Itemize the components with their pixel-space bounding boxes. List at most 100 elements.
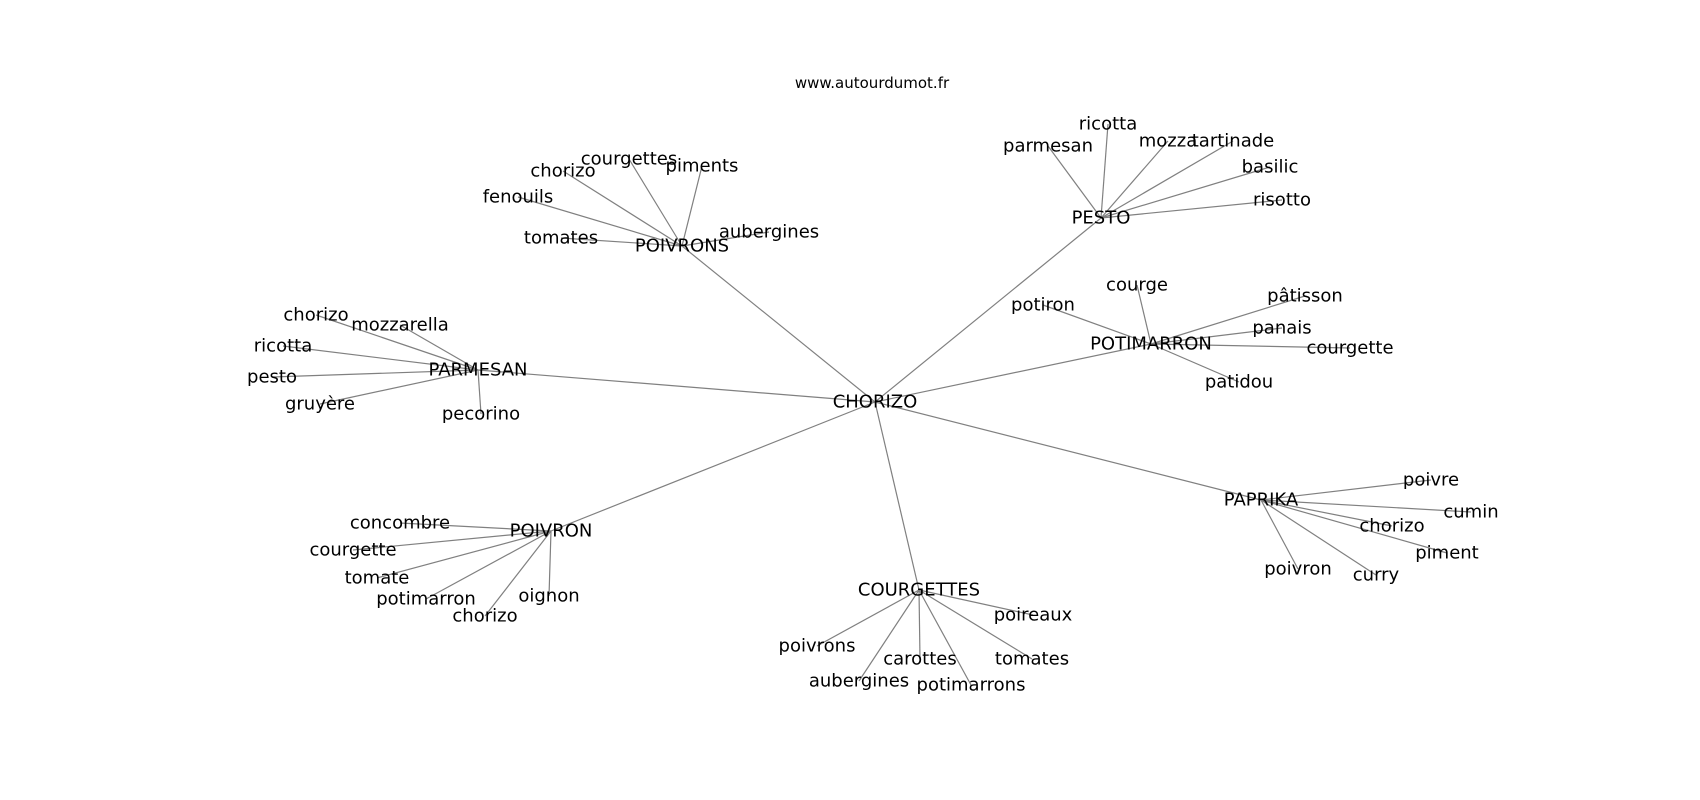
edge-hub-leaf <box>271 369 479 378</box>
hub-node-label[interactable]: POIVRONS <box>635 236 729 257</box>
leaf-node-label[interactable]: cumin <box>1443 502 1498 523</box>
leaf-node-label[interactable]: piments <box>666 156 739 177</box>
edge-hub-leaf <box>1100 140 1234 219</box>
center-node-label[interactable]: CHORIZO <box>833 392 918 413</box>
edge-hub-leaf <box>399 522 552 532</box>
leaf-node-label[interactable]: potimarrons <box>917 675 1026 696</box>
edge-hub-leaf <box>399 324 479 371</box>
leaf-node-label[interactable]: courgette <box>309 540 396 561</box>
graph-edges <box>271 123 1472 686</box>
edge-hub-leaf <box>1260 499 1393 527</box>
leaf-node-label[interactable]: potimarron <box>376 589 476 610</box>
leaf-node-label[interactable]: pesto <box>247 367 297 388</box>
leaf-node-label[interactable]: piment <box>1415 543 1479 564</box>
leaf-node-label[interactable]: oignon <box>518 586 579 607</box>
edge-hub-leaf <box>816 589 920 647</box>
leaf-node-label[interactable]: poivrons <box>779 636 856 657</box>
edge-hub-leaf <box>315 314 479 371</box>
leaf-node-label[interactable]: patidou <box>1205 372 1273 393</box>
leaf-node-label[interactable]: parmesan <box>1003 136 1093 157</box>
leaf-node-label[interactable]: poireaux <box>994 605 1073 626</box>
edge-center-hub <box>874 401 920 591</box>
leaf-node-label[interactable]: chorizo <box>452 606 517 627</box>
edge-center-hub <box>477 369 876 403</box>
edge-center-hub <box>874 343 1152 403</box>
leaf-node-label[interactable]: carottes <box>883 649 957 670</box>
leaf-node-label[interactable]: aubergines <box>719 222 819 243</box>
leaf-node-label[interactable]: pecorino <box>442 404 520 425</box>
edge-hub-leaf <box>1150 327 1283 345</box>
leaf-node-label[interactable]: concombre <box>350 513 450 534</box>
edge-hub-leaf <box>1100 199 1283 219</box>
hub-node-label[interactable]: COURGETTES <box>858 580 980 601</box>
edge-hub-leaf <box>1260 499 1472 513</box>
edge-hub-leaf <box>1260 499 1377 576</box>
hub-node-label[interactable]: PAPRIKA <box>1224 490 1299 511</box>
leaf-node-label[interactable]: gruyère <box>285 394 355 415</box>
leaf-node-label[interactable]: tomates <box>524 228 598 249</box>
leaf-node-label[interactable]: ricotta <box>254 336 312 357</box>
edge-hub-leaf <box>918 589 1034 616</box>
edge-hub-leaf <box>1150 295 1306 345</box>
edge-hub-leaf <box>681 231 770 247</box>
leaf-node-label[interactable]: tomate <box>345 568 410 589</box>
leaf-node-label[interactable]: potiron <box>1011 295 1075 316</box>
source-url[interactable]: www.autourdumot.fr <box>795 74 950 92</box>
hub-node-label[interactable]: POTIMARRON <box>1090 334 1212 355</box>
edge-hub-leaf <box>282 345 479 371</box>
graph-labels: www.autourdumot.fr CHORIZO POIVRONS choriz… <box>247 74 1499 696</box>
hub-node-label[interactable]: PARMESAN <box>429 360 528 381</box>
leaf-node-label[interactable]: tartinade <box>1192 131 1275 152</box>
leaf-node-label[interactable]: courge <box>1106 275 1168 296</box>
edge-center-hub <box>681 245 876 403</box>
leaf-node-label[interactable]: tomates <box>995 649 1069 670</box>
edge-hub-leaf <box>517 196 683 247</box>
leaf-node-label[interactable]: aubergines <box>809 671 909 692</box>
edge-hub-leaf <box>628 158 683 247</box>
hub-node-label[interactable]: POIVRON <box>510 521 593 542</box>
edge-hub-leaf <box>1042 304 1152 345</box>
hub-node-label[interactable]: PESTO <box>1072 208 1131 229</box>
edge-hub-leaf <box>1150 343 1351 349</box>
edge-hub-leaf <box>484 530 552 617</box>
edge-hub-leaf <box>1100 166 1271 219</box>
leaf-node-label[interactable]: courgettes <box>581 149 677 170</box>
leaf-node-label[interactable]: risotto <box>1253 190 1311 211</box>
edge-center-hub <box>550 401 876 532</box>
edge-hub-leaf <box>1260 479 1432 501</box>
edge-hub-leaf <box>681 165 703 247</box>
edge-hub-leaf <box>918 589 921 660</box>
edge-hub-leaf <box>918 589 1033 660</box>
edge-hub-leaf <box>1047 145 1102 219</box>
leaf-node-label[interactable]: poivron <box>1264 559 1332 580</box>
edge-hub-leaf <box>376 530 552 579</box>
leaf-node-label[interactable]: chorizo <box>283 305 348 326</box>
edge-hub-leaf <box>1150 343 1240 383</box>
leaf-node-label[interactable]: chorizo <box>530 161 595 182</box>
leaf-node-label[interactable]: fenouils <box>483 187 554 208</box>
edge-hub-leaf <box>1260 499 1299 570</box>
edge-hub-leaf <box>319 369 479 405</box>
edge-hub-leaf <box>1100 123 1109 219</box>
leaf-node-label[interactable]: basilic <box>1242 157 1299 178</box>
leaf-node-label[interactable]: panais <box>1252 318 1311 339</box>
edge-hub-leaf <box>1260 499 1448 554</box>
edge-hub-leaf <box>1136 284 1152 345</box>
leaf-node-label[interactable]: curry <box>1353 565 1400 586</box>
leaf-node-label[interactable]: chorizo <box>1359 516 1424 537</box>
edge-hub-leaf <box>352 530 552 551</box>
edge-hub-leaf <box>1100 140 1169 219</box>
edge-hub-leaf <box>425 530 552 600</box>
leaf-node-label[interactable]: mozzarella <box>351 315 449 336</box>
edge-center-hub <box>874 217 1102 403</box>
leaf-node-label[interactable]: poivre <box>1403 470 1459 491</box>
edge-hub-leaf <box>858 589 920 682</box>
edge-hub-leaf <box>560 237 683 247</box>
leaf-node-label[interactable]: courgette <box>1306 338 1393 359</box>
edge-hub-leaf <box>562 170 683 247</box>
leaf-node-label[interactable]: pâtisson <box>1267 286 1343 307</box>
edge-hub-leaf <box>918 589 972 686</box>
leaf-node-label[interactable]: mozza <box>1139 131 1197 152</box>
leaf-node-label[interactable]: ricotta <box>1079 114 1137 135</box>
